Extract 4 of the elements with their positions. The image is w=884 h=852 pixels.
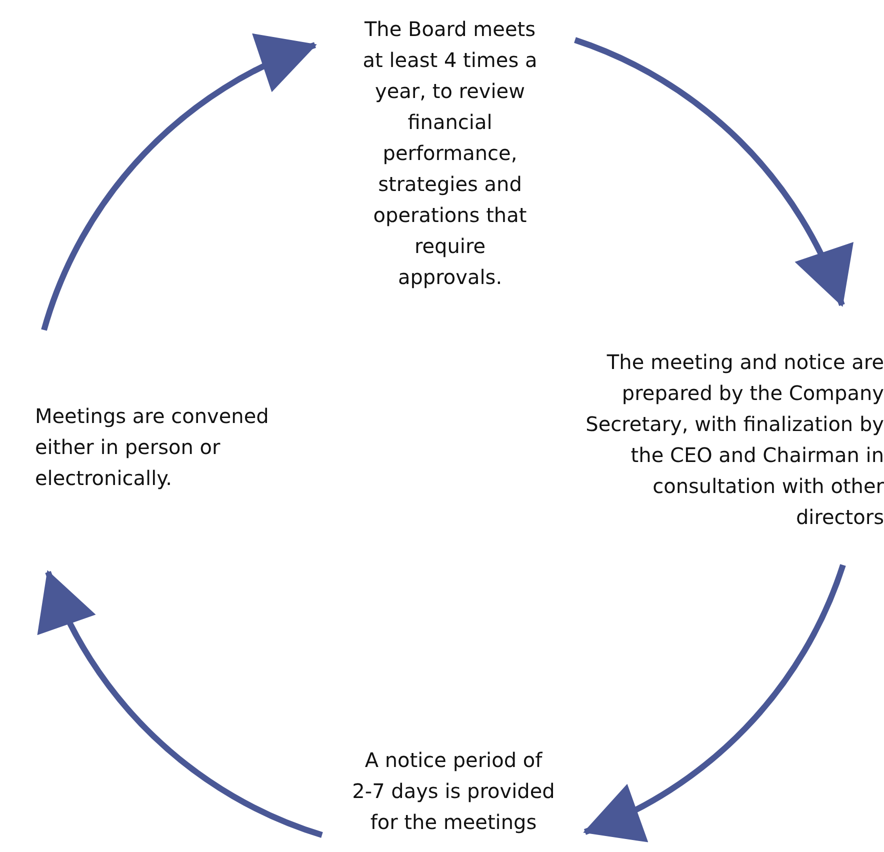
step-text: The meeting and notice are prepared by the Company Secretary, with finalization by the CEO and Chairman in consultation with other directors (584, 348, 884, 530)
step-text: The Board meets at least 4 times a year, to review financial performance, strategies and operations that require approvals. (362, 16, 538, 290)
step-text: A notice period of 2-7 days is provided for the meetings (352, 746, 555, 836)
step-text: Meetings are convened either in person or electronically. (35, 402, 270, 492)
